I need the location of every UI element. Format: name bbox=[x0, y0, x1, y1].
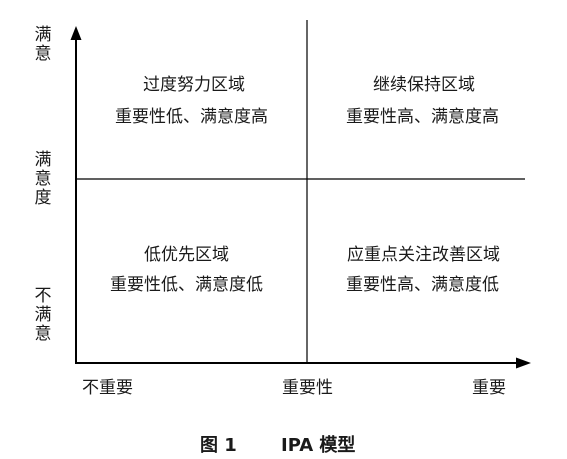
x-label-important: 重要 bbox=[472, 378, 506, 398]
y-label-unsatisfied-text: 不满意 bbox=[34, 286, 52, 344]
quadrant-bottom-left-subtitle: 重要性低、满意度低 bbox=[110, 275, 263, 295]
quadrant-top-right-subtitle: 重要性高、满意度高 bbox=[346, 107, 499, 127]
quadrant-top-right-title: 继续保持区域 bbox=[373, 75, 475, 95]
quadrant-bottom-right-title: 应重点关注改善区域 bbox=[347, 245, 500, 265]
y-axis-arrowhead bbox=[70, 26, 82, 40]
quadrant-top-left-subtitle: 重要性低、满意度高 bbox=[115, 107, 268, 127]
y-label-satisfaction-text: 满意度 bbox=[34, 150, 52, 208]
quadrant-top-left-title: 过度努力区域 bbox=[143, 75, 245, 95]
quadrant-bottom-right-subtitle: 重要性高、满意度低 bbox=[346, 275, 499, 295]
y-label-satisfied-text: 满意 bbox=[34, 25, 52, 64]
x-label-unimportant: 不重要 bbox=[82, 378, 133, 398]
figure-number: 图 1 bbox=[200, 435, 237, 456]
y-label-unsatisfied: 不满意 bbox=[30, 287, 56, 344]
x-axis-arrowhead bbox=[516, 357, 531, 369]
x-label-importance: 重要性 bbox=[282, 378, 333, 398]
y-label-satisfied: 满意 bbox=[30, 26, 56, 64]
figure-title: IPA 模型 bbox=[281, 435, 356, 456]
y-label-satisfaction: 满意度 bbox=[30, 151, 56, 208]
quadrant-bottom-left-title: 低优先区域 bbox=[144, 245, 229, 265]
